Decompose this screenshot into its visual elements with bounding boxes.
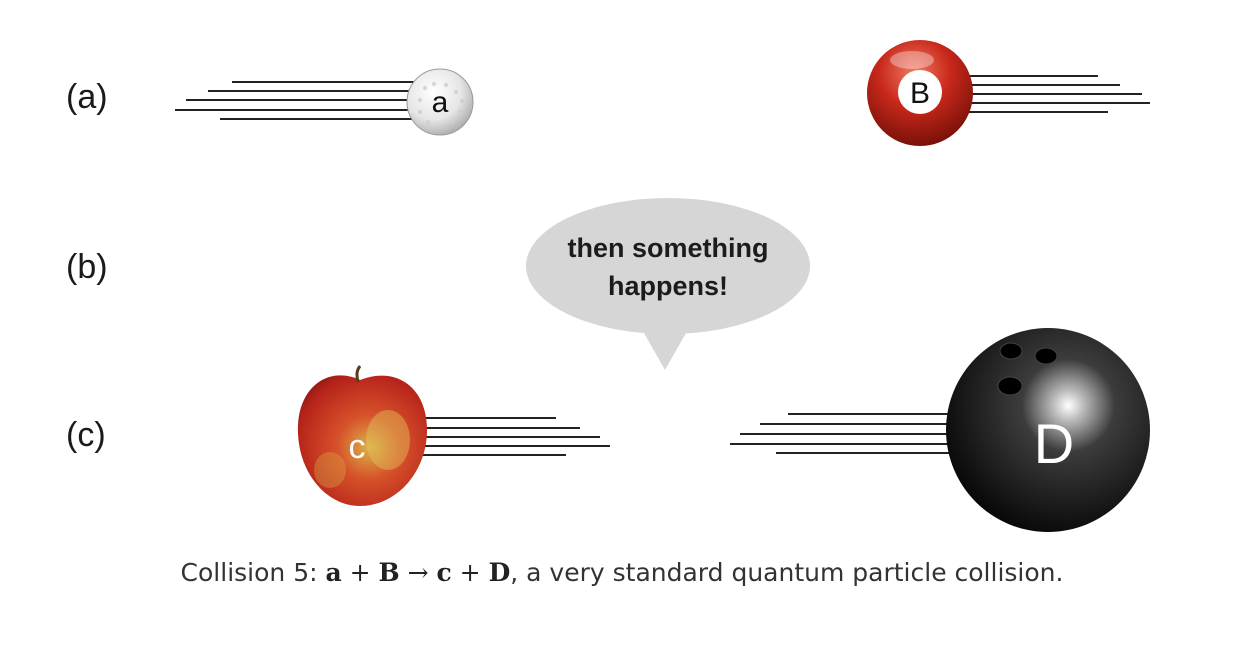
apple: c	[297, 365, 428, 506]
row-label-b: (b)	[66, 248, 108, 286]
row-label-c: (c)	[66, 416, 106, 454]
billiard-ball: B	[867, 40, 973, 146]
bowling-ball: D	[946, 328, 1150, 532]
caption-term-D: D	[488, 558, 511, 587]
apple-motion-lines	[410, 417, 610, 456]
particle-D-label: D	[1034, 412, 1074, 475]
billiard-ball-motion-lines	[960, 75, 1150, 113]
caption-plus-1: +	[341, 558, 379, 587]
caption-arrow: →	[399, 558, 437, 587]
particle-B-label: B	[910, 77, 930, 110]
caption-term-a: a	[325, 558, 342, 587]
row-label-a: (a)	[66, 78, 108, 116]
figure-caption: Collision 5: a + B → c + D, a very stand…	[0, 558, 1244, 587]
particle-a-label: a	[432, 86, 449, 119]
caption-suffix: , a very standard quantum particle colli…	[510, 558, 1064, 587]
caption-term-B: B	[378, 558, 400, 587]
golf-ball-motion-lines	[175, 81, 420, 120]
speech-bubble-line2: happens!	[608, 271, 728, 301]
speech-bubble-line1: then something	[568, 233, 769, 263]
collision-diagram: (a) (b) (c) a B then someth	[66, 40, 1150, 532]
speech-bubble: then something happens!	[526, 198, 810, 370]
caption-prefix: Collision 5:	[180, 558, 326, 587]
caption-plus-2: +	[451, 558, 489, 587]
particle-c-label: c	[349, 428, 366, 466]
golf-ball: a	[406, 68, 474, 136]
caption-term-c: c	[436, 558, 452, 587]
bowling-ball-motion-lines	[730, 413, 955, 454]
